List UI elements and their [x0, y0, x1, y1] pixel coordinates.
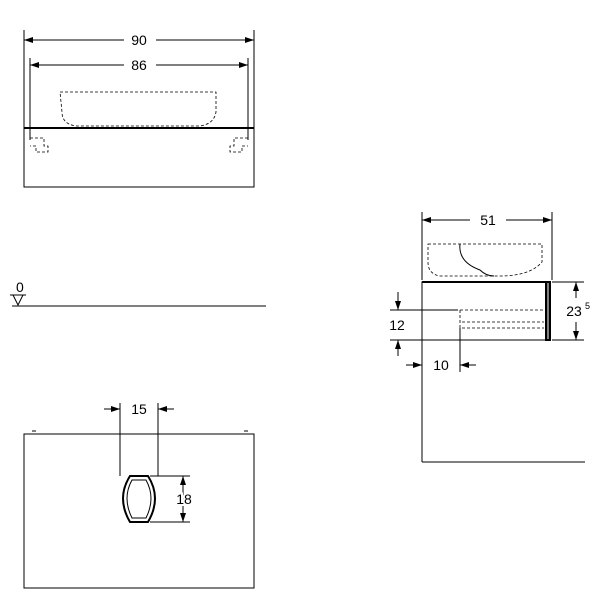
- side-view: 51 23 5: [389, 212, 590, 463]
- basin-side: [427, 243, 543, 277]
- label-overall-width: 90: [131, 32, 147, 48]
- cabinet-side: [421, 281, 549, 341]
- dimension-cutout-width: 15: [104, 401, 174, 476]
- label-drawer-height: 12: [389, 317, 405, 333]
- dimension-depth: 51: [421, 212, 553, 280]
- siphon-cutout: [122, 475, 156, 523]
- label-depth: 51: [480, 212, 496, 228]
- front-view: 90 86: [23, 30, 255, 188]
- cabinet-body: [23, 127, 255, 188]
- drawer-front: [545, 281, 551, 341]
- cabinet-back-panel: [23, 433, 255, 589]
- label-cutout-height: 18: [176, 491, 192, 507]
- label-cutout-width: 15: [131, 401, 147, 417]
- rear-view: 15 18: [23, 401, 255, 589]
- label-height: 23: [566, 303, 582, 319]
- dimension-overall-width: 90: [23, 30, 255, 128]
- dimension-height: 23 5: [552, 281, 590, 341]
- label-floor-level: 0: [16, 279, 24, 295]
- mounting-bracket-left: [30, 137, 49, 153]
- dimension-drawer-height: 12: [389, 292, 458, 356]
- dimension-cutout-height: 18: [150, 475, 194, 523]
- mounting-bracket-right: [229, 137, 248, 153]
- label-inner-width: 86: [131, 57, 147, 73]
- drawer-inner: [459, 309, 544, 329]
- basin-outline: [59, 91, 217, 127]
- floor-level: 0: [10, 279, 266, 307]
- label-setback: 10: [433, 357, 449, 373]
- level-marker-icon: [12, 294, 24, 307]
- dimension-inner-width: 86: [29, 57, 249, 140]
- label-height-superscript: 5: [585, 301, 590, 311]
- dimension-setback: 10: [406, 328, 476, 373]
